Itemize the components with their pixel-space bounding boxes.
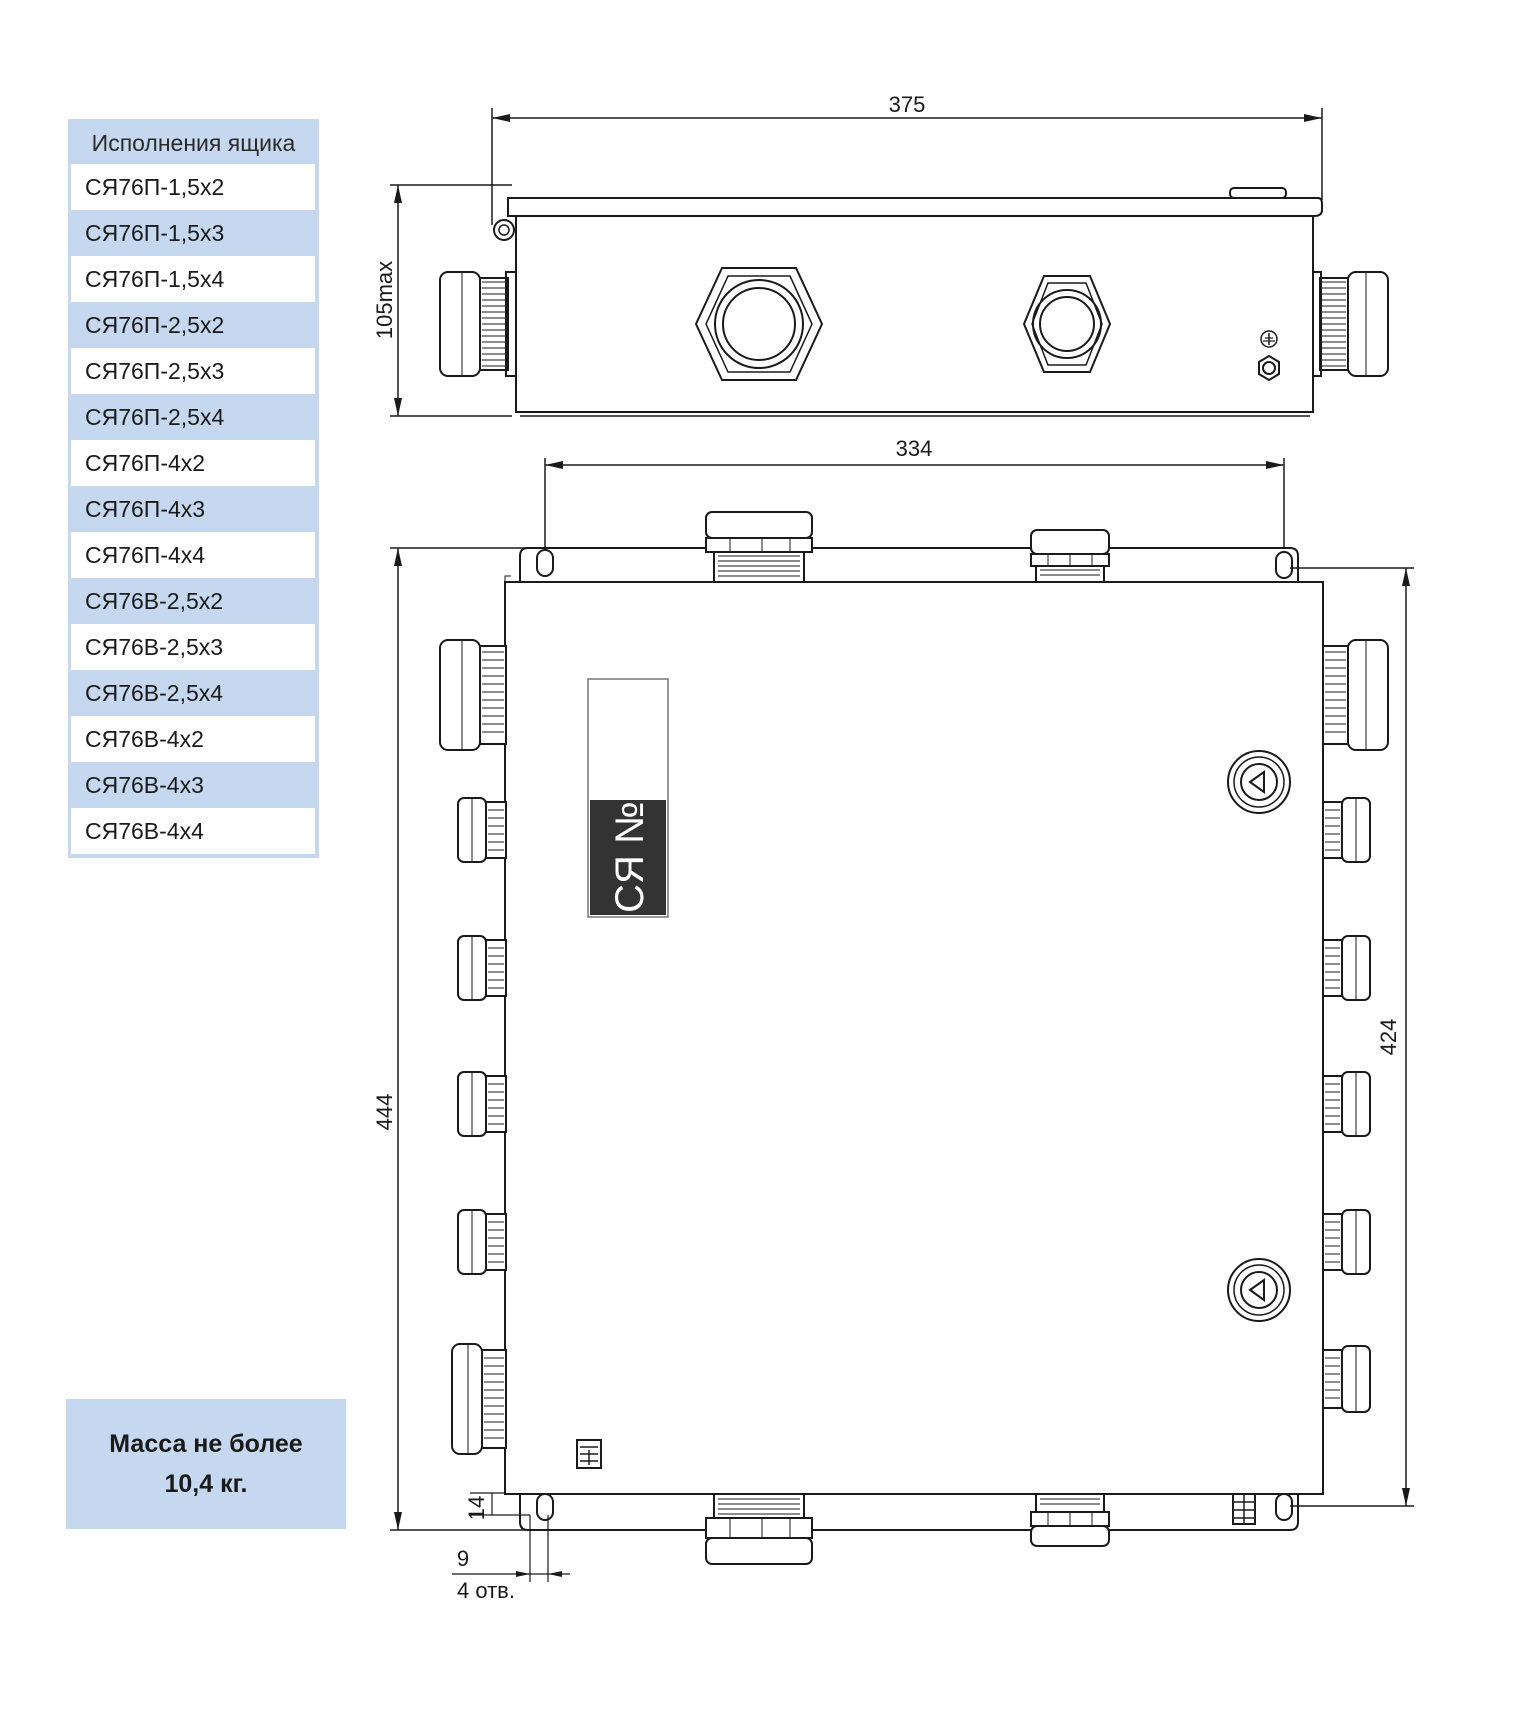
variant-row: СЯ76В-4х2 bbox=[71, 716, 315, 762]
variant-row: СЯ76В-2,5х3 bbox=[71, 624, 315, 670]
ground-terminal-icon bbox=[1232, 1493, 1256, 1525]
variant-row: СЯ76П-1,5х3 bbox=[71, 210, 315, 256]
mass-note: Масса не более 10,4 кг. bbox=[66, 1399, 346, 1529]
dim-mount-spacing: 334 bbox=[896, 436, 933, 461]
ground-icon bbox=[1260, 330, 1278, 348]
dim-holes-count: 4 отв. bbox=[457, 1578, 515, 1603]
dim-mount-height: 424 bbox=[1376, 1019, 1401, 1056]
variant-row: СЯ76П-4х4 bbox=[71, 532, 315, 578]
lock-screw-icon bbox=[1227, 1258, 1291, 1322]
gland-left-large bbox=[439, 639, 507, 751]
top-view: 375 105max bbox=[372, 92, 1389, 417]
dim-edge-offset: 14 bbox=[464, 1496, 489, 1520]
gland-left-small bbox=[457, 935, 507, 1001]
gland-left-small bbox=[457, 1209, 507, 1275]
gland-right-small bbox=[1322, 1209, 1371, 1275]
variant-row: СЯ76В-4х3 bbox=[71, 762, 315, 808]
gland-bottom-large bbox=[705, 1493, 813, 1565]
gland-top-small bbox=[1030, 529, 1110, 583]
variant-row: СЯ76П-4х2 bbox=[71, 440, 315, 486]
variant-row: СЯ76В-2,5х2 bbox=[71, 578, 315, 624]
variant-row: СЯ76В-4х4 bbox=[71, 808, 315, 854]
mass-note-line2: 10,4 кг. bbox=[164, 1470, 248, 1498]
mass-note-line1: Масса не более bbox=[109, 1430, 303, 1458]
mounting-hole bbox=[536, 1493, 554, 1521]
gland-left-large bbox=[451, 1343, 507, 1455]
dim-top-width: 375 bbox=[889, 92, 926, 117]
front-view: 334 444 424 14 9 4 отв. bbox=[372, 436, 1414, 1603]
dim-overall-height: 444 bbox=[372, 1094, 397, 1131]
gland-left-small bbox=[457, 1071, 507, 1137]
label-icon bbox=[576, 1439, 602, 1469]
mounting-hole bbox=[536, 549, 554, 577]
variants-table-header: Исполнения ящика bbox=[91, 130, 296, 156]
variant-row: СЯ76П-4х3 bbox=[71, 486, 315, 532]
variants-table: Исполнения ящика СЯ76П-1,5х2 СЯ76П-1,5х3… bbox=[68, 119, 319, 858]
mounting-hole bbox=[1275, 1493, 1293, 1521]
gland-right-large bbox=[1322, 639, 1389, 751]
gland-bottom-small bbox=[1030, 1493, 1110, 1547]
gland-right-small bbox=[1322, 1071, 1371, 1137]
gland-top-large bbox=[705, 511, 813, 583]
variant-row: СЯ76П-2,5х4 bbox=[71, 394, 315, 440]
variant-row: СЯ76П-2,5х2 bbox=[71, 302, 315, 348]
gland-right-small bbox=[1322, 797, 1371, 863]
lock-screw-icon bbox=[1227, 750, 1291, 814]
dim-hole-size: 9 bbox=[457, 1546, 469, 1571]
mounting-hole bbox=[1275, 551, 1293, 579]
variant-row: СЯ76П-1,5х2 bbox=[71, 164, 315, 210]
variant-row: СЯ76П-2,5х3 bbox=[71, 348, 315, 394]
variant-row: СЯ76П-1,5х4 bbox=[71, 256, 315, 302]
gland-right-small bbox=[1322, 935, 1371, 1001]
ground-bolt-icon bbox=[1258, 354, 1280, 382]
gland-right-small bbox=[1322, 1345, 1371, 1413]
nameplate-text: СЯ № bbox=[608, 801, 652, 913]
gland-left-small bbox=[457, 797, 507, 863]
dim-top-height: 105max bbox=[372, 261, 397, 339]
variant-row: СЯ76В-2,5х4 bbox=[71, 670, 315, 716]
